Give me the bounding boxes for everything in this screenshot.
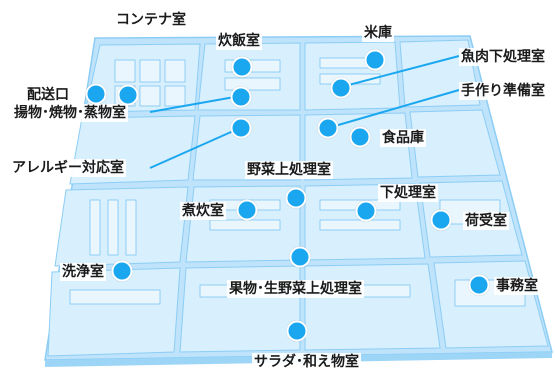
leader-allergy bbox=[149, 127, 241, 169]
marker-allergy bbox=[230, 117, 252, 139]
label-fry-grill-steam: 揚物･焼物･蒸物室 bbox=[12, 104, 128, 122]
marker-fruit-raw-vegetable bbox=[289, 246, 311, 268]
label-simmering: 煮炊室 bbox=[180, 202, 226, 220]
leader-handmade-prep bbox=[327, 89, 460, 129]
marker-food-storage bbox=[349, 126, 371, 148]
marker-fish-meat-prep bbox=[330, 77, 352, 99]
leader-fry-grill-steam bbox=[149, 95, 241, 113]
marker-fry-grill-steam bbox=[230, 86, 252, 108]
label-container: コンテナ室 bbox=[114, 11, 188, 29]
label-rice-storage: 米庫 bbox=[362, 24, 394, 42]
marker-salad-dressed bbox=[286, 320, 308, 342]
label-salad-dressed: サラダ･和え物室 bbox=[252, 353, 361, 371]
label-vegetable-prep: 野菜上処理室 bbox=[245, 161, 333, 179]
label-rice-cooking: 炊飯室 bbox=[216, 32, 262, 50]
label-shipping: 配送口 bbox=[25, 86, 71, 104]
label-allergy: アレルギー対応室 bbox=[10, 159, 126, 177]
leader-fish-meat-prep bbox=[340, 55, 460, 88]
marker-vegetable-prep bbox=[285, 187, 307, 209]
marker-receiving bbox=[430, 209, 452, 231]
marker-washing bbox=[111, 260, 133, 282]
label-receiving: 荷受室 bbox=[463, 212, 509, 230]
label-handmade-prep: 手作り準備室 bbox=[459, 82, 547, 100]
label-washing: 洗浄室 bbox=[60, 263, 106, 281]
marker-shipping bbox=[85, 83, 107, 105]
marker-simmering bbox=[236, 199, 258, 221]
label-pre-processing: 下処理室 bbox=[378, 184, 438, 202]
label-fruit-raw-vegetable: 果物･生野菜上処理室 bbox=[227, 280, 364, 298]
marker-pre-processing bbox=[355, 200, 377, 222]
marker-container bbox=[117, 84, 139, 106]
marker-handmade-prep bbox=[317, 117, 339, 139]
marker-rice-storage bbox=[364, 49, 386, 71]
label-food-storage: 食品庫 bbox=[380, 129, 426, 147]
marker-office bbox=[468, 274, 490, 296]
label-office: 事務室 bbox=[494, 277, 540, 295]
label-fish-meat-prep: 魚肉下処理室 bbox=[459, 48, 547, 66]
marker-rice-cooking bbox=[231, 56, 253, 78]
leader-lines bbox=[149, 55, 460, 169]
